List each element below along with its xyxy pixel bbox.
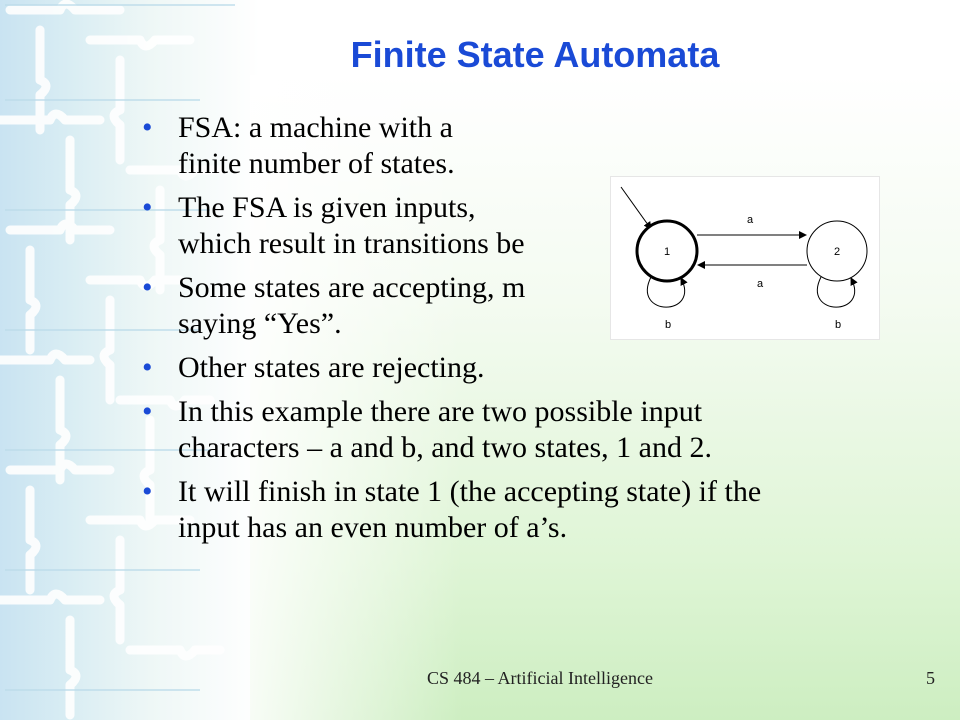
bullet-dot: • bbox=[142, 351, 153, 384]
bullet-line: In this example there are two possible i… bbox=[178, 395, 703, 428]
loop-2-label: b bbox=[835, 319, 841, 331]
edge-bottom-label: a bbox=[757, 278, 764, 290]
loop-1 bbox=[647, 276, 688, 308]
slide-footer: CS 484 – Artificial Intelligence bbox=[427, 668, 653, 688]
bullet-dot: • bbox=[142, 111, 153, 144]
bullet-line: which result in transitions be bbox=[178, 227, 525, 260]
loop-1-label: b bbox=[665, 319, 671, 331]
page-number: 5 bbox=[926, 668, 935, 688]
bullet-list: • FSA: a machine with a finite number of… bbox=[140, 110, 920, 554]
bullet-line: saying “Yes”. bbox=[178, 307, 342, 340]
bullet-dot: • bbox=[142, 475, 153, 508]
state-2-label: 2 bbox=[834, 246, 840, 258]
bullet-line: Other states are rejecting. bbox=[178, 351, 485, 384]
bullet-line: Some states are accepting, m bbox=[178, 271, 526, 304]
bullet-item: • FSA: a machine with a finite number of… bbox=[140, 110, 920, 182]
state-2 bbox=[806, 220, 868, 282]
state-1-label: 1 bbox=[664, 246, 670, 258]
bullet-line: FSA: a machine with a bbox=[178, 111, 453, 144]
bullet-line: characters – a and b, and two states, 1 … bbox=[178, 431, 712, 464]
bullet-dot: • bbox=[142, 271, 153, 304]
start-arrow bbox=[620, 186, 652, 230]
puzzle-pattern-decoration bbox=[0, 0, 235, 720]
bullet-item: • Some states are accepting, m saying “Y… bbox=[140, 270, 920, 342]
bullet-item: • Other states are rejecting. bbox=[140, 350, 920, 386]
bullet-dot: • bbox=[142, 191, 153, 224]
bullet-item: • In this example there are two possible… bbox=[140, 394, 920, 466]
fsa-diagram: 1 2 a a b b bbox=[610, 176, 880, 340]
bullet-item: • The FSA is given inputs, which result … bbox=[140, 190, 920, 262]
slide-title: Finite State Automata bbox=[350, 34, 720, 75]
bullet-item: • It will finish in state 1 (the accepti… bbox=[140, 474, 920, 546]
bullet-line: finite number of states. bbox=[178, 147, 455, 180]
edge-top-label: a bbox=[747, 214, 754, 226]
bullet-line: input has an even number of a’s. bbox=[178, 511, 568, 544]
bullet-line: It will finish in state 1 (the accepting… bbox=[178, 475, 762, 508]
loop-2 bbox=[817, 276, 858, 308]
bullet-dot: • bbox=[142, 395, 153, 428]
bullet-line: The FSA is given inputs, bbox=[178, 191, 476, 224]
state-1-accepting bbox=[635, 219, 699, 283]
